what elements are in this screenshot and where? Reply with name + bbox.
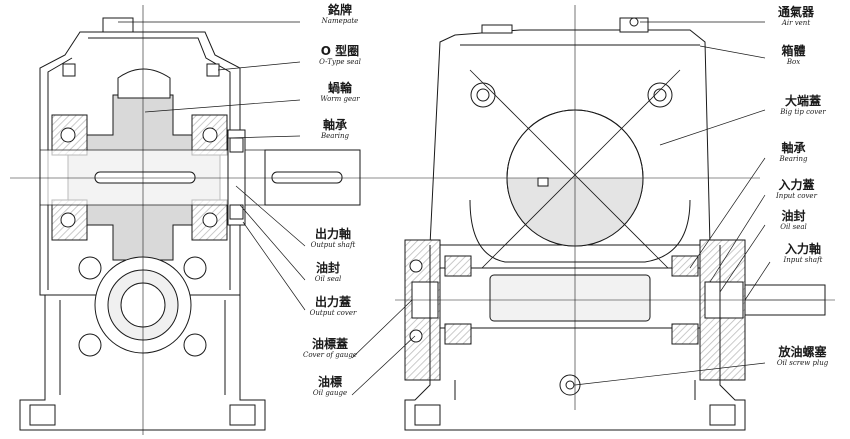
input-shaft-en: Input shaft	[783, 256, 823, 264]
label-input-cover: 入力蓋 Input cover	[764, 179, 829, 200]
label-o-type-seal: O 型圈 O-Type seal	[300, 45, 380, 66]
left-view	[10, 5, 395, 435]
o-type-seal-en: O-Type seal	[319, 58, 361, 66]
oil-seal-right-en: Oil seal	[780, 223, 807, 231]
oil-seal-left-en: Oil seal	[314, 275, 342, 283]
oil-seal-left-zh: 油封	[315, 261, 340, 275]
bearing-left-zh: 軸承	[322, 118, 347, 132]
right-view	[395, 5, 835, 431]
nameplate-zh: 銘牌	[327, 3, 352, 17]
label-bearing-right: 軸承 Bearing	[766, 142, 821, 163]
air-vent-en: Air vent	[781, 19, 811, 27]
label-oil-gauge: 油標 Oil gauge	[295, 376, 365, 397]
o-type-seal-zh: O 型圈	[320, 44, 360, 58]
label-nameplate: 銘牌 Namepate	[305, 4, 375, 25]
output-cover-en: Output cover	[309, 309, 357, 317]
label-oil-seal-right: 油封 Oil seal	[766, 210, 821, 231]
label-bearing-left: 軸承 Bearing	[300, 119, 370, 140]
label-worm-gear: 蝸輪 Worm gear	[300, 82, 380, 103]
label-oil-seal-left: 油封 Oil seal	[298, 262, 358, 283]
box-en: Box	[786, 58, 801, 66]
input-cover-en: Input cover	[776, 192, 817, 200]
label-output-shaft: 出力軸 Output shaft	[298, 228, 368, 249]
cover-of-gauge-en: Cover of gauge	[302, 351, 358, 359]
box-zh: 箱體	[781, 44, 806, 58]
worm-gear-en: Worm gear	[320, 95, 360, 103]
input-shaft-zh: 入力軸	[784, 242, 821, 256]
label-oil-screw-plug: 放油螺塞 Oil screw plug	[760, 346, 845, 367]
big-tip-cover-zh: 大端蓋	[784, 94, 821, 108]
leader-lines	[118, 21, 771, 396]
output-shaft-en: Output shaft	[310, 241, 356, 249]
bearing-left-en: Bearing	[320, 132, 350, 140]
big-tip-cover-en: Big tip cover	[780, 108, 826, 116]
oil-seal-right-zh: 油封	[781, 209, 806, 223]
oil-gauge-en: Oil gauge	[312, 389, 348, 397]
label-big-tip-cover: 大端蓋 Big tip cover	[764, 95, 842, 116]
oil-screw-plug-en: Oil screw plug	[776, 359, 829, 367]
worm-gear-zh: 蝸輪	[327, 81, 352, 95]
oil-screw-plug-zh: 放油螺塞	[778, 345, 827, 359]
bearing-right-en: Bearing	[779, 155, 808, 163]
input-cover-zh: 入力蓋	[778, 178, 815, 192]
output-shaft-zh: 出力軸	[314, 227, 351, 241]
nameplate-en: Namepate	[321, 17, 359, 25]
cover-of-gauge-zh: 油標蓋	[311, 337, 348, 351]
label-output-cover: 出力蓋 Output cover	[298, 296, 368, 317]
bearing-right-zh: 軸承	[781, 141, 806, 155]
label-air-vent: 通氣器 Air vent	[766, 6, 826, 27]
air-vent-zh: 通氣器	[777, 5, 814, 19]
oil-gauge-zh: 油標	[317, 375, 342, 389]
label-box: 箱體 Box	[766, 45, 821, 66]
output-cover-zh: 出力蓋	[314, 295, 351, 309]
label-input-shaft: 入力軸 Input shaft	[768, 243, 838, 264]
label-cover-of-gauge: 油標蓋 Cover of gauge	[295, 338, 365, 359]
